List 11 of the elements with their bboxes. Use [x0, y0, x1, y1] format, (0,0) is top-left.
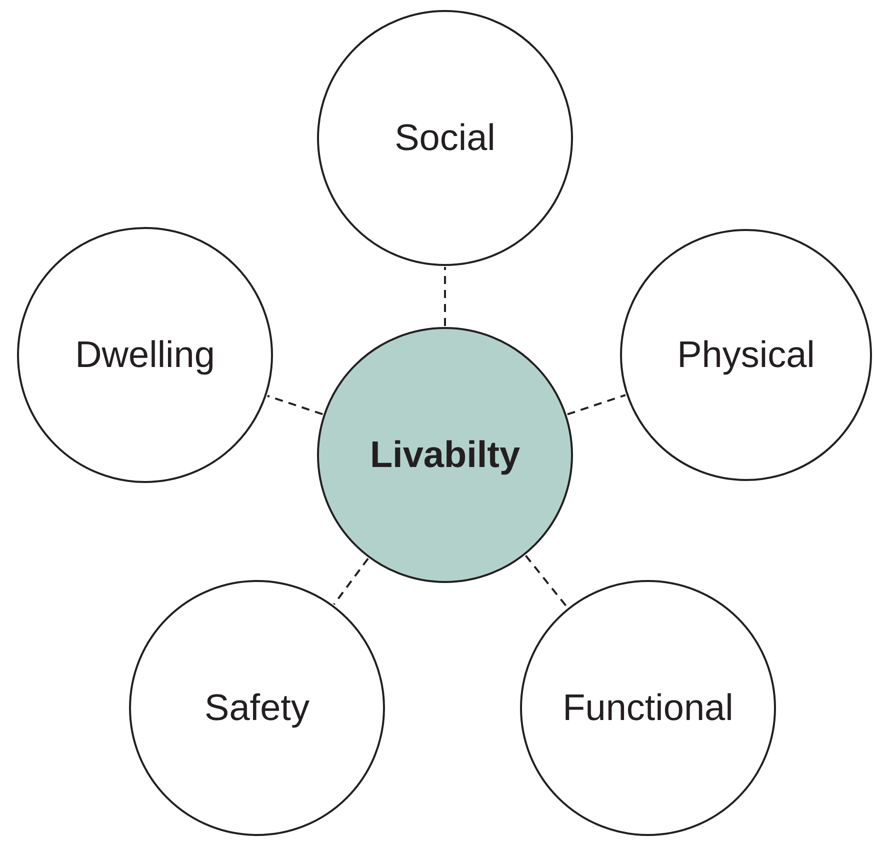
dashed-connector — [524, 554, 568, 608]
dashed-connector — [333, 558, 369, 606]
node-label: Livabilty — [370, 434, 520, 476]
dashed-connector — [267, 394, 323, 416]
node-label: Dwelling — [75, 334, 215, 376]
dashed-connector — [444, 267, 446, 326]
node-label: Social — [394, 117, 496, 159]
node-label: Functional — [562, 687, 734, 729]
node-label: Physical — [677, 334, 815, 376]
dashed-connector — [567, 394, 626, 416]
node-label: Safety — [204, 687, 310, 729]
